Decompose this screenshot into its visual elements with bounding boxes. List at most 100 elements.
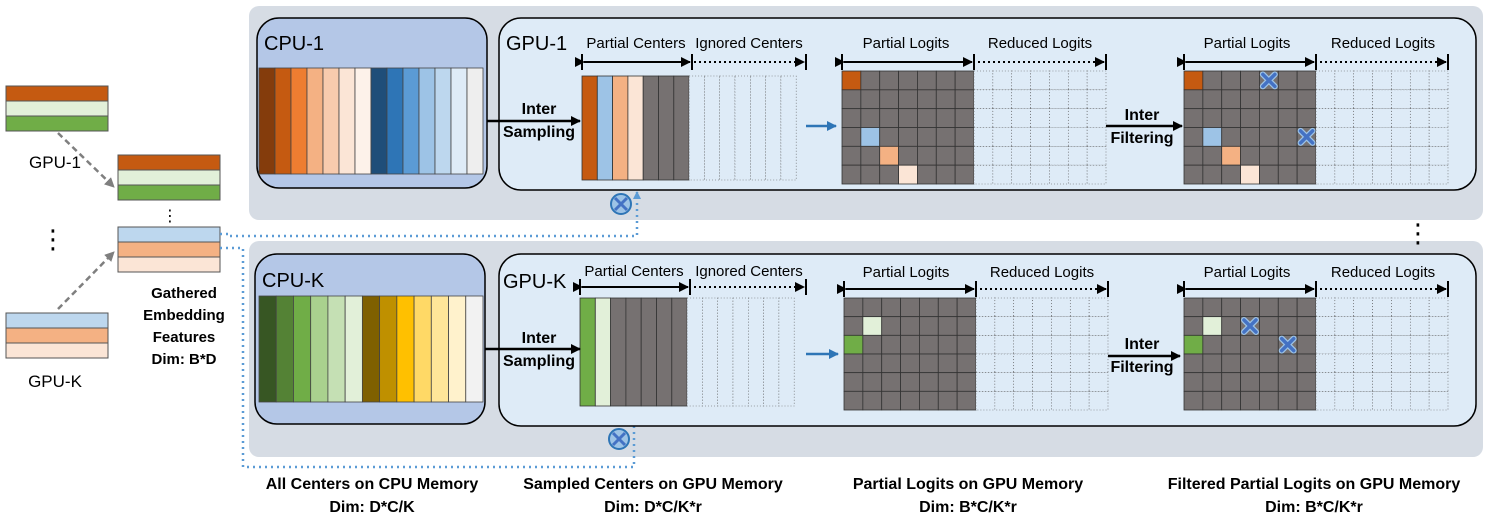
reduced-logit-cell [975,335,996,355]
logit-cell [1240,353,1260,374]
reduced-logit-cell [1013,353,1033,373]
ignored-center-column [717,297,734,407]
cpu-center-stripe [327,295,346,403]
logit-cell [956,334,977,355]
logit-cell [919,316,939,336]
reduced-logit-cell [1030,70,1050,91]
logit-cell [841,164,862,185]
reduced-logit-cell [1428,70,1449,91]
logit-cell [881,316,901,336]
logit-cell [879,127,899,147]
logit-cell [954,89,975,110]
reduced-logit-cell [1372,108,1392,128]
gpuk-features [5,312,109,359]
caption-cpu-dim: Dim: D*C/K [329,499,415,516]
gpuk-sampled-centers [579,297,795,407]
reduced-logit-cell [1391,372,1411,392]
sampled-center-column [612,75,629,181]
logit-cell [1277,316,1298,336]
logit-cell [862,353,883,374]
logit-cell [1277,164,1298,185]
gpu1-sampled-centers [581,75,797,181]
partial-centers-label-1: Partial Centers [586,35,685,52]
reduced-logit-cell [1049,89,1069,109]
cpuk-label: CPU-K [262,270,325,292]
reduced-logit-cell [973,127,994,147]
reduced-logit-cell [1428,335,1449,355]
reduced-logit-cell [1353,127,1373,147]
logit-cell [1259,334,1279,355]
reduced-logit-cell [1409,372,1430,392]
logit-cell [919,390,939,411]
logit-cell [881,353,901,374]
reduced-logit-cell [1315,146,1336,166]
logit-cell [879,70,899,91]
logit-cell [879,108,899,128]
logit-cell [956,316,977,336]
reduced-logit-cell [1315,164,1336,185]
logit-cell [862,297,883,318]
logit-cell [1240,108,1260,128]
ignored-centers-label-k: Ignored Centers [695,263,803,280]
reduced-logit-cell [1409,297,1430,317]
reduced-logit-cell [1011,108,1031,128]
reduced-logit-cell [1372,391,1392,411]
logit-cell [898,164,918,185]
logit-cell [1202,297,1223,318]
logit-cell [843,353,864,374]
logit-cell [843,334,864,355]
logit-cell [1259,108,1279,128]
reduced-logit-cell [1391,335,1411,355]
reduced-logit-cell [1353,108,1373,128]
logit-cell [881,334,901,355]
reduced-logits-label-kb: Reduced Logits [1331,264,1435,281]
logit-cell [1221,70,1241,91]
logit-cell [1277,145,1298,166]
logit-cell [860,89,881,110]
reduced-logit-cell [975,316,996,336]
partial-logits-label-1: Partial Logits [863,35,950,52]
logit-cell [1259,353,1279,374]
reduced-logit-cell [992,89,1013,109]
logit-cell [1240,127,1260,147]
logit-cell [937,297,958,318]
reduced-logit-cell [992,164,1013,185]
logit-cell [1221,316,1241,336]
logit-cell [860,70,881,91]
reduced-logit-cell [1372,164,1392,185]
sampled-center-column [627,75,644,181]
reduced-logit-cell [1011,164,1031,185]
ignored-center-column [702,297,719,407]
logit-cell [1202,316,1223,336]
logit-cell [935,145,956,166]
logit-cell [841,70,862,91]
logit-cell [881,390,901,411]
cpu-center-stripe [434,67,452,175]
reduced-logit-cell [1353,297,1373,317]
logit-cell [1183,390,1204,411]
cpu1-centers [258,67,484,175]
reduced-logit-cell [1086,108,1107,128]
logit-cell [956,372,977,392]
partial-centers-label-k: Partial Centers [584,263,683,280]
ignored-center-column [704,75,721,181]
inter-filtering-label-1b: Filtering [1110,130,1173,147]
logit-cell [1296,89,1317,110]
reduced-logit-cell [1315,297,1336,317]
logit-cell [843,297,864,318]
logit-cell [917,127,937,147]
reduced-logit-cell [1372,316,1392,336]
reduced-logit-cell [973,164,994,185]
cpu-center-stripe [466,67,484,175]
logit-cell [1277,353,1298,374]
feature-link-panel-1 [220,191,641,238]
reduced-logit-cell [1013,335,1033,355]
logit-cell [1240,89,1260,110]
logit-cell [1183,297,1204,318]
logit-cell [954,164,975,185]
logit-cell [900,390,920,411]
logit-cell [1240,372,1260,392]
cpu-center-stripe [430,295,449,403]
cpu-center-stripe [402,67,420,175]
